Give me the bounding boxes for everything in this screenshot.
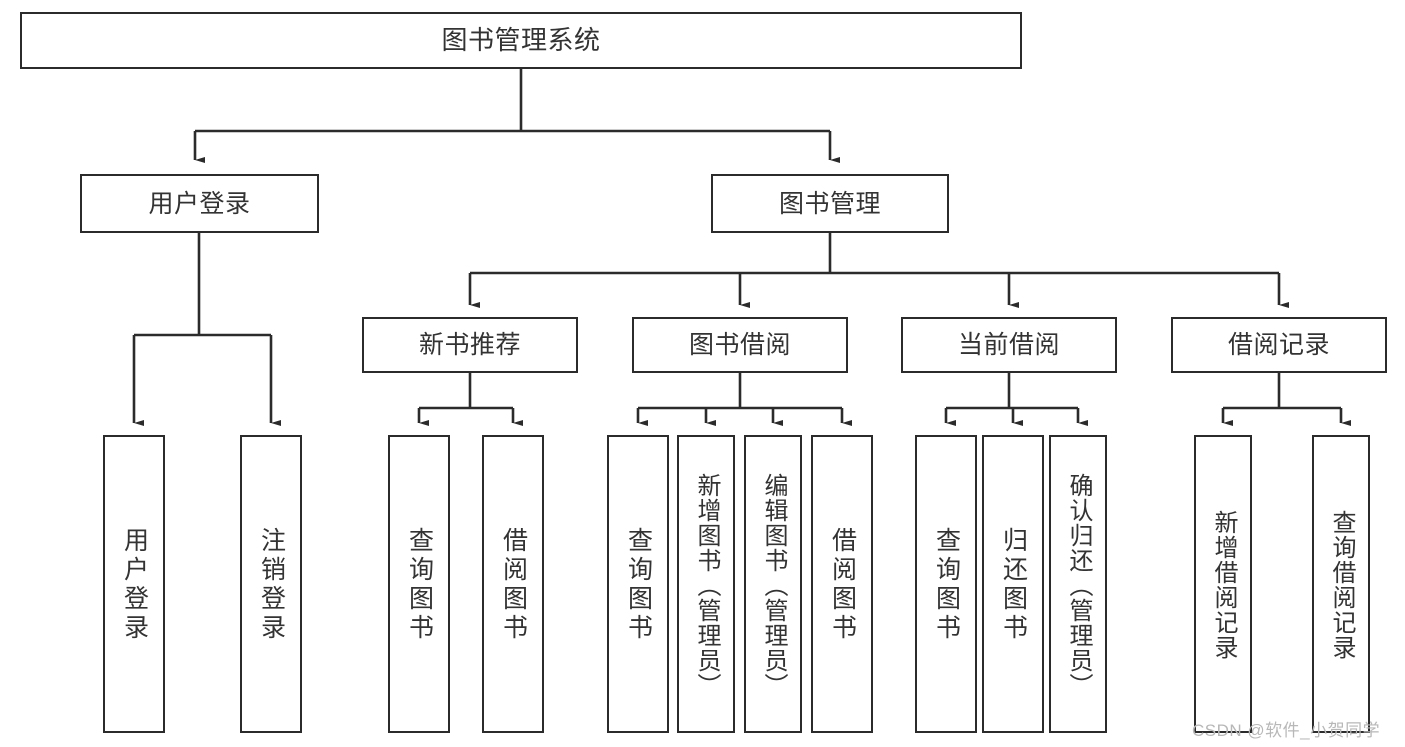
node-new-book-recommend[interactable]: 新书推荐 (362, 317, 578, 373)
node-current-borrow[interactable]: 当前借阅 (901, 317, 1117, 373)
node-leaf-borrow-book-recommend-label: 借阅图书 (499, 527, 528, 643)
node-leaf-return-book[interactable]: 归还图书 (982, 435, 1044, 733)
node-leaf-edit-book-admin[interactable]: 编辑图书（管理员） (744, 435, 802, 733)
node-leaf-logout-label: 注销登录 (257, 527, 286, 643)
node-leaf-add-book-admin-label: 新增图书（管理员） (693, 472, 720, 698)
node-leaf-query-borrow-record-label: 查询借阅记录 (1328, 510, 1355, 660)
node-leaf-logout[interactable]: 注销登录 (240, 435, 302, 733)
node-leaf-borrow-book-recommend[interactable]: 借阅图书 (482, 435, 544, 733)
csdn-watermark: CSDN @软件_小贺同学 (1192, 721, 1381, 740)
node-borrow-record-label: 借阅记录 (1227, 331, 1330, 359)
node-leaf-query-book-current-label: 查询图书 (932, 527, 961, 643)
node-user-login[interactable]: 用户登录 (80, 174, 319, 233)
node-borrow-record[interactable]: 借阅记录 (1171, 317, 1387, 373)
node-leaf-add-borrow-record[interactable]: 新增借阅记录 (1194, 435, 1252, 733)
node-book-management-label: 图书管理 (778, 189, 881, 218)
node-leaf-confirm-return-admin[interactable]: 确认归还（管理员） (1049, 435, 1107, 733)
node-leaf-query-book-recommend[interactable]: 查询图书 (388, 435, 450, 733)
node-root[interactable]: 图书管理系统 (20, 12, 1022, 69)
node-root-label: 图书管理系统 (441, 24, 601, 55)
node-leaf-confirm-return-admin-label: 确认归还（管理员） (1065, 472, 1092, 698)
node-leaf-edit-book-admin-label: 编辑图书（管理员） (760, 472, 787, 698)
node-leaf-query-book-recommend-label: 查询图书 (405, 527, 434, 643)
node-leaf-query-borrow-record[interactable]: 查询借阅记录 (1312, 435, 1370, 733)
node-leaf-add-borrow-record-label: 新增借阅记录 (1210, 510, 1237, 660)
node-leaf-add-book-admin[interactable]: 新增图书（管理员） (677, 435, 735, 733)
node-leaf-query-book-borrow-label: 查询图书 (624, 527, 653, 643)
node-leaf-query-book-borrow[interactable]: 查询图书 (607, 435, 669, 733)
node-book-borrow[interactable]: 图书借阅 (632, 317, 848, 373)
node-leaf-borrow-book[interactable]: 借阅图书 (811, 435, 873, 733)
node-new-book-recommend-label: 新书推荐 (418, 331, 521, 359)
node-leaf-query-book-current[interactable]: 查询图书 (915, 435, 977, 733)
node-user-login-label: 用户登录 (148, 189, 251, 218)
node-leaf-borrow-book-label: 借阅图书 (828, 527, 857, 643)
node-book-borrow-label: 图书借阅 (688, 331, 791, 359)
node-current-borrow-label: 当前借阅 (957, 331, 1060, 359)
node-leaf-return-book-label: 归还图书 (999, 527, 1028, 643)
node-leaf-user-login[interactable]: 用户登录 (103, 435, 165, 733)
node-book-management[interactable]: 图书管理 (711, 174, 949, 233)
node-leaf-user-login-label: 用户登录 (120, 527, 149, 643)
